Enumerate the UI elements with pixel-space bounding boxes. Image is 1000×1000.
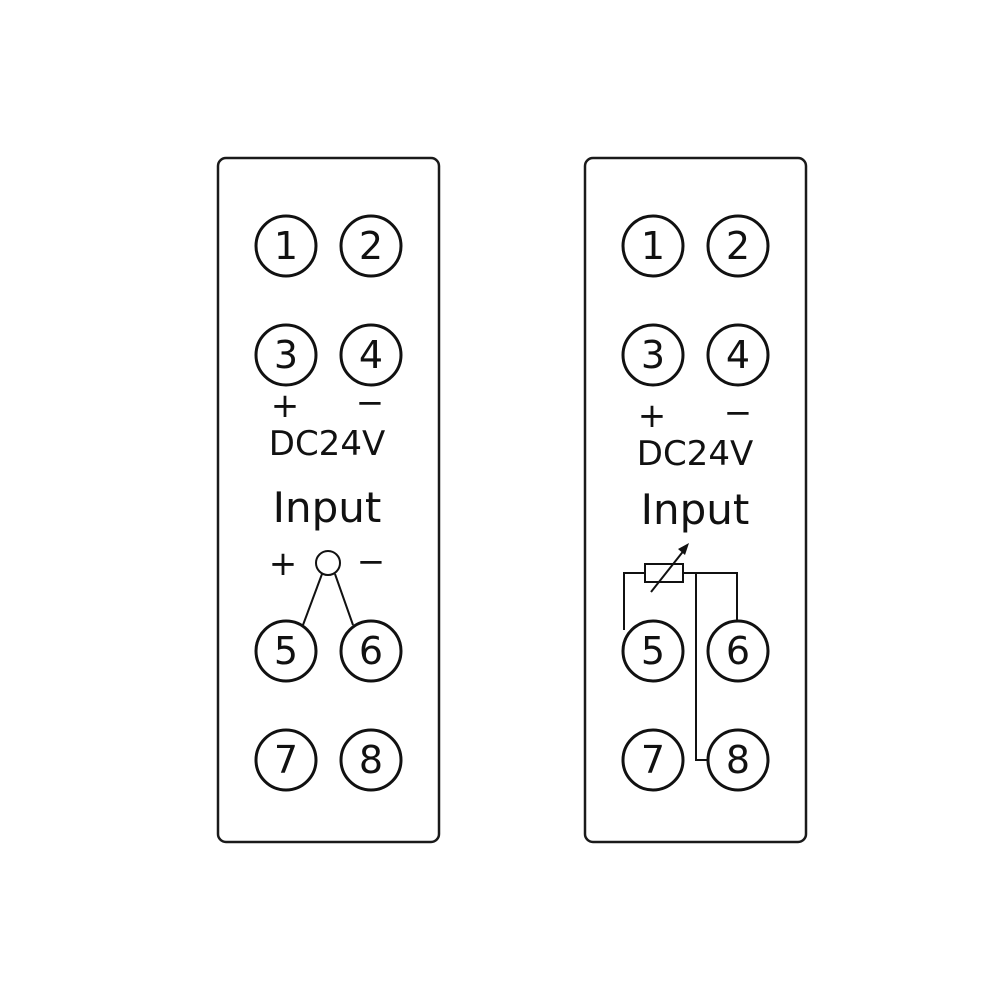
terminal-5: 5: [621, 619, 685, 683]
terminal-8: 8: [339, 728, 403, 792]
terminal-1: 1: [254, 214, 318, 278]
terminal-3: 3: [621, 323, 685, 387]
thermocouple-wire-minus: [334, 573, 354, 626]
terminal-label: 6: [359, 629, 383, 673]
power-minus-sign: −: [356, 383, 385, 423]
terminal-label: 2: [726, 224, 750, 268]
panel-left: 1 2 3 4 + − DC24V Input + − 5: [216, 156, 441, 844]
power-plus-sign: +: [638, 396, 667, 436]
thermocouple-junction-icon: [315, 550, 341, 576]
rtd-wire-right: [683, 572, 738, 623]
terminal-3: 3: [254, 323, 318, 387]
terminal-2: 2: [706, 214, 770, 278]
power-label: DC24V: [637, 434, 753, 474]
terminal-label: 3: [641, 333, 665, 377]
terminal-1: 1: [621, 214, 685, 278]
power-minus-sign: −: [724, 393, 753, 433]
rtd-wire-compensation: [695, 573, 708, 761]
terminal-label: 2: [359, 224, 383, 268]
power-plus-sign: +: [271, 386, 300, 426]
terminal-label: 5: [641, 629, 665, 673]
terminal-label: 3: [274, 333, 298, 377]
terminal-7: 7: [254, 728, 318, 792]
terminal-label: 1: [641, 224, 665, 268]
input-label: Input: [641, 485, 750, 534]
terminal-6: 6: [706, 619, 770, 683]
rtd-resistor-icon: [644, 543, 689, 593]
panel-right: 1 2 3 4 + − DC24V Input: [583, 156, 808, 844]
input-label: Input: [273, 483, 382, 532]
input-plus-sign: +: [269, 544, 298, 584]
terminal-label: 4: [726, 333, 750, 377]
terminal-7: 7: [621, 728, 685, 792]
terminal-4: 4: [339, 323, 403, 387]
terminal-label: 1: [274, 224, 298, 268]
terminal-label: 6: [726, 629, 750, 673]
terminal-label: 8: [359, 738, 383, 782]
terminal-label: 7: [274, 738, 298, 782]
terminal-label: 7: [641, 738, 665, 782]
terminal-label: 5: [274, 629, 298, 673]
power-label: DC24V: [269, 424, 385, 464]
terminal-label: 8: [726, 738, 750, 782]
rtd-wire-left: [623, 572, 645, 630]
terminal-8: 8: [706, 728, 770, 792]
terminal-5: 5: [254, 619, 318, 683]
terminal-label: 4: [359, 333, 383, 377]
terminal-4: 4: [706, 323, 770, 387]
thermocouple-wire-plus: [302, 573, 323, 626]
terminal-2: 2: [339, 214, 403, 278]
input-minus-sign: −: [357, 542, 386, 582]
terminal-6: 6: [339, 619, 403, 683]
